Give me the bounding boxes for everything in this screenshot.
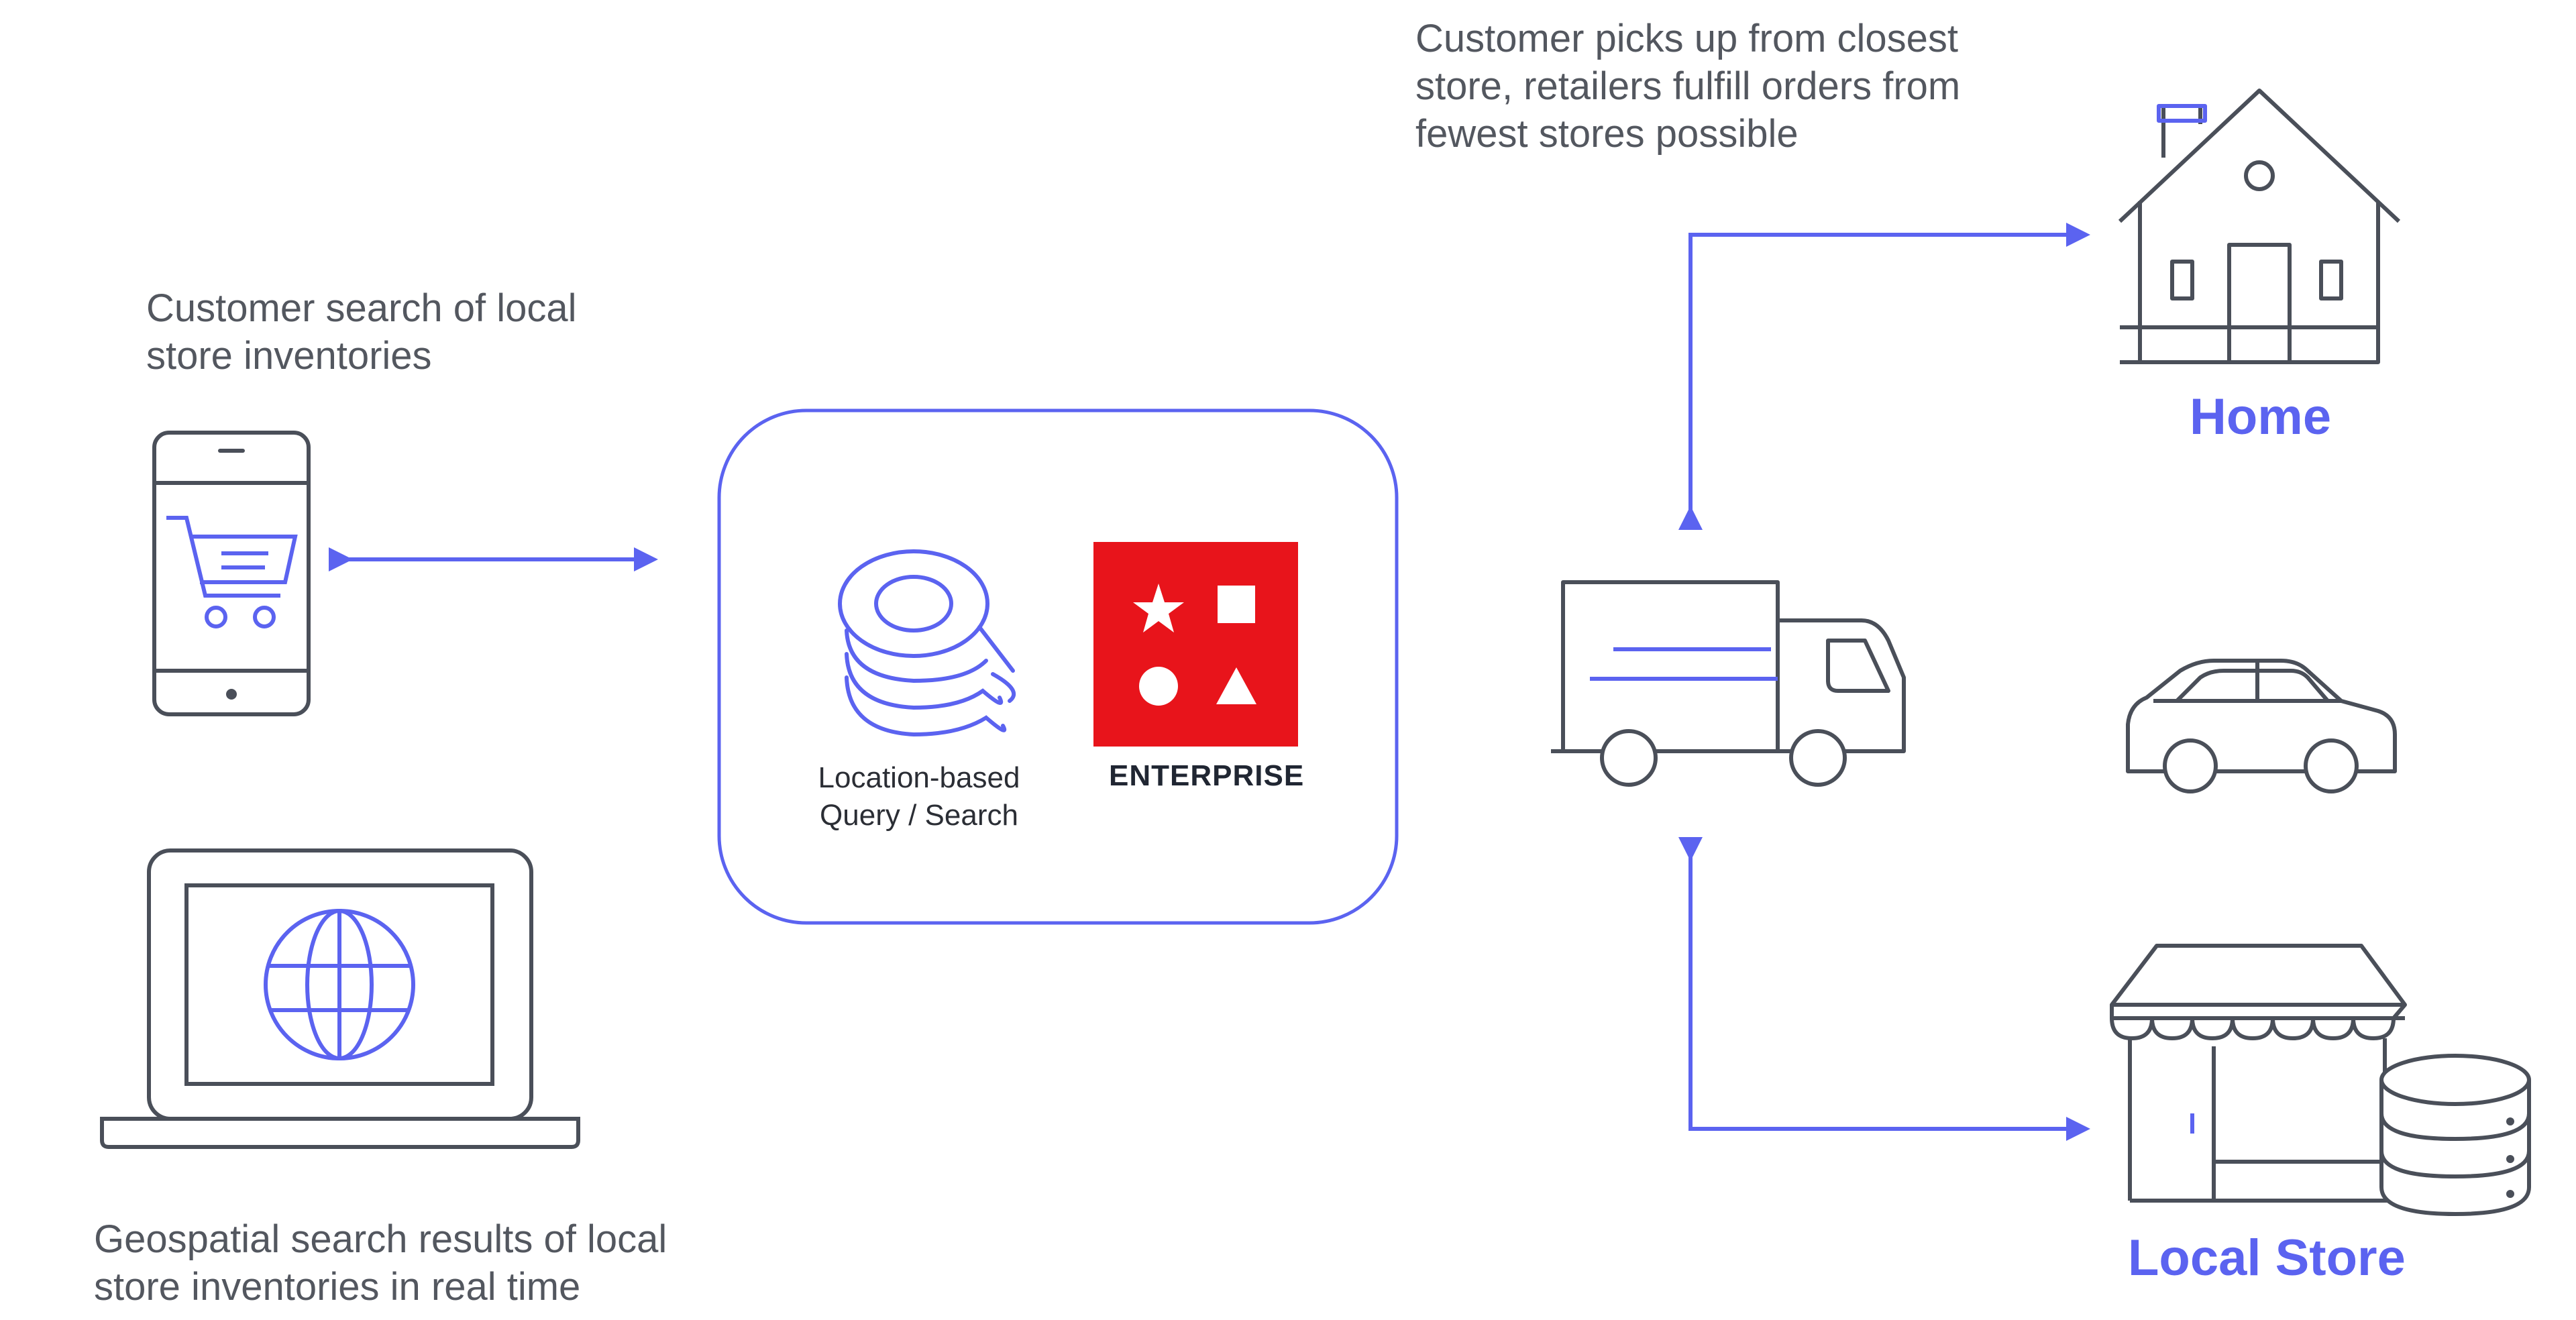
geospatial-results-caption: Geospatial search results of local store…: [94, 1215, 667, 1311]
search-stack-icon: [838, 549, 1016, 737]
store-connector: [1678, 837, 2090, 1141]
customer-search-caption: Customer search of local store inventori…: [146, 284, 576, 380]
location-query-line-1: Location-based: [818, 761, 1020, 794]
customer-search-line-1: Customer search of local: [146, 286, 577, 330]
geospatial-line-2: store inventories in real time: [94, 1265, 581, 1309]
platform-container: [717, 408, 1399, 925]
house-icon: [2118, 89, 2401, 364]
storefront-icon: [2110, 944, 2407, 1203]
enterprise-label: ENTERPRISE: [1109, 759, 1305, 792]
pickup-note: Customer picks up from closest store, re…: [1415, 15, 1960, 158]
pickup-note-line-2: store, retailers fulfill orders from: [1415, 64, 1961, 108]
location-query-label: Location-based Query / Search: [785, 759, 1053, 834]
customer-search-line-2: store inventories: [146, 334, 432, 378]
pickup-note-line-1: Customer picks up from closest: [1415, 17, 1959, 60]
database-icon: [2379, 1054, 2531, 1217]
location-query-line-2: Query / Search: [820, 799, 1018, 832]
local-store-label: Local Store: [2128, 1229, 2406, 1286]
home-connector: [1678, 223, 2090, 530]
laptop-globe-icon: [100, 848, 580, 1149]
car-icon: [2126, 659, 2397, 793]
pickup-note-line-3: fewest stores possible: [1415, 112, 1799, 156]
smartphone-cart-icon: [152, 431, 311, 716]
geospatial-line-1: Geospatial search results of local: [94, 1217, 667, 1261]
delivery-truck-icon: [1551, 580, 1906, 787]
enterprise-shapes-icon: [1093, 542, 1298, 747]
home-label: Home: [2190, 388, 2332, 445]
